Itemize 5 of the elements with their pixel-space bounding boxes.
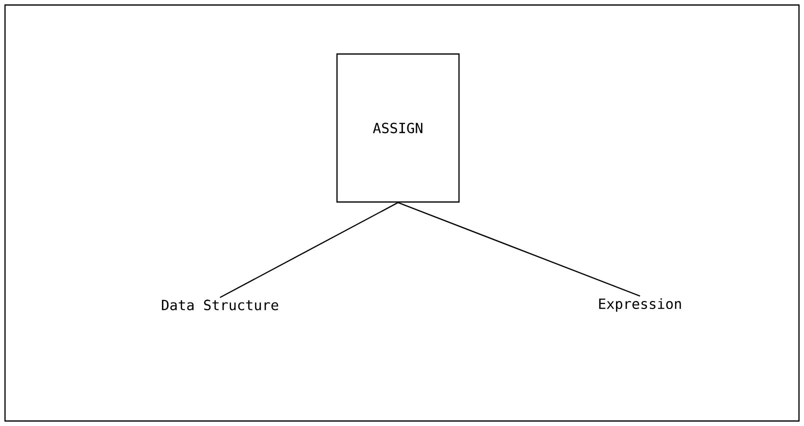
connector-line <box>398 202 640 297</box>
node-label: Expression <box>599 298 681 312</box>
node-label: Data Structure <box>162 300 278 310</box>
process-box: ASSIGN <box>336 53 460 203</box>
connector-line <box>220 202 398 298</box>
